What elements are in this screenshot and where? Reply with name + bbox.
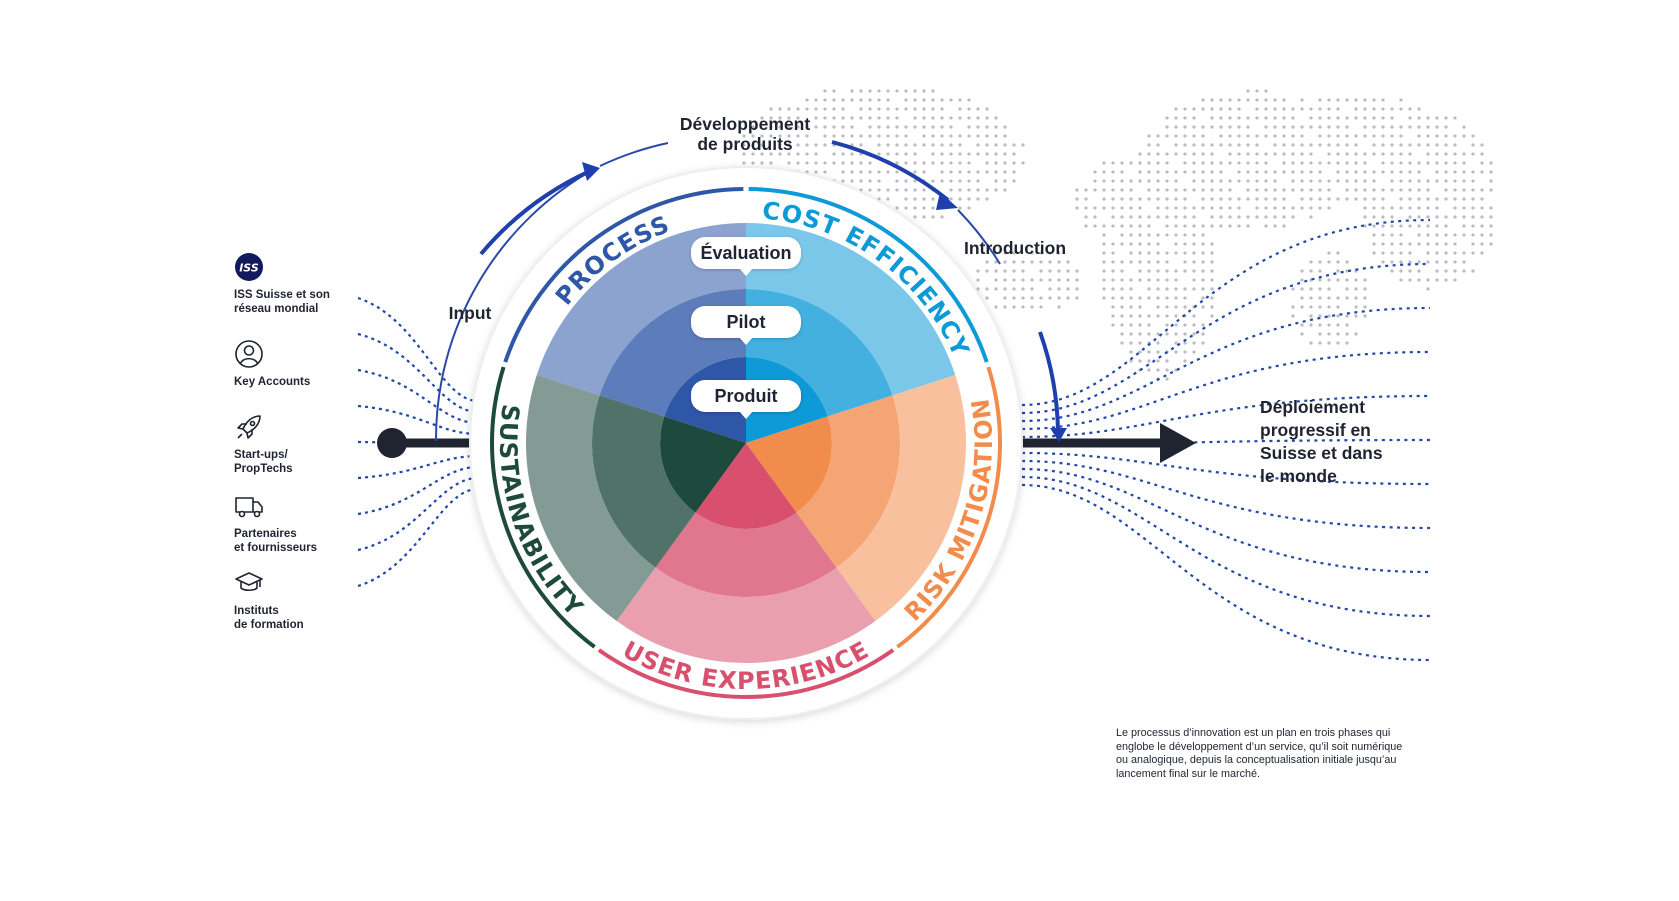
wheel-sector-process-ring-2 — [536, 223, 746, 396]
ring-bubble-1: Pilot — [691, 306, 801, 345]
source-institutes: Instituts de formation — [234, 568, 364, 632]
arc-dev-arrowhead — [936, 192, 958, 210]
incoming-line-5 — [357, 454, 479, 480]
wheel-sector-risk-mitigation-ring-2 — [836, 375, 966, 621]
wheel-rim-2 — [896, 366, 1002, 649]
source-label: Partenaires et fournisseurs — [234, 528, 318, 554]
rocket-icon — [234, 412, 264, 442]
development-label: Développement de produits — [679, 114, 811, 154]
outgoing-line-4 — [1021, 394, 1431, 439]
incoming-line-7 — [357, 476, 479, 552]
source-partners: Partenaires et fournisseurs — [234, 491, 364, 555]
incoming-line-6 — [357, 465, 479, 516]
source-label: ISS Suisse et son réseau mondial — [234, 289, 330, 315]
iss-logo-icon: ISS — [234, 252, 264, 282]
wheel-sectors — [526, 223, 966, 664]
arc-input-arrowhead — [582, 162, 600, 181]
wheel-sector-risk-mitigation-ring-0 — [746, 416, 832, 513]
source-label: Key Accounts — [234, 376, 311, 388]
wheel-rim-3 — [597, 648, 895, 699]
person-icon — [234, 339, 264, 369]
outgoing-line-0 — [1021, 218, 1431, 407]
deployment-label: Déploiement progressif en Suisse et dans… — [1260, 397, 1383, 486]
outgoing-line-6 — [1021, 451, 1431, 486]
truck-icon — [234, 491, 264, 521]
ring-bubble-0: Évaluation — [691, 237, 801, 276]
wheel-sector-user-experience-ring-0 — [695, 443, 797, 529]
caption-text: Le processus d’innovation est un plan en… — [1116, 727, 1403, 780]
source-label: Start-ups/ PropTechs — [234, 449, 293, 475]
arc-intro-bold — [1038, 331, 1060, 433]
incoming-line-8 — [357, 487, 479, 588]
incoming-dashed-lines — [357, 296, 479, 588]
outgoing-line-10 — [1021, 483, 1431, 662]
wheel-rims — [490, 187, 1002, 699]
axis-arrow-head — [1160, 423, 1196, 463]
arc-intro-line — [957, 209, 1001, 265]
wheel-rim-1 — [748, 187, 989, 363]
wheel-sector-sustainability-ring-0 — [660, 416, 746, 513]
outgoing-line-3 — [1021, 350, 1431, 431]
iss-logo-text: ISS — [239, 262, 259, 275]
incoming-line-2 — [357, 368, 479, 425]
wheel-sector-cost-efficiency-ring-2 — [746, 223, 956, 396]
arc-input-bold — [479, 170, 589, 256]
arc-input-line — [434, 167, 597, 442]
source-key-accounts: Key Accounts — [234, 339, 364, 389]
wheel-rim-4 — [490, 366, 596, 649]
wheel-sector-user-experience-ring-2 — [616, 567, 876, 664]
arc-dev-bold — [831, 140, 950, 202]
source-label: Instituts de formation — [234, 605, 304, 631]
wheel-sector-sustainability-ring-1 — [592, 395, 696, 568]
incoming-line-1 — [357, 332, 479, 414]
ring-bubble-2: Produit — [691, 380, 801, 419]
input-label: Input — [448, 303, 492, 323]
outgoing-line-8 — [1021, 467, 1431, 574]
outgoing-line-9 — [1021, 475, 1431, 618]
source-iss: ISS ISS Suisse et son réseau mondial — [234, 252, 364, 316]
wheel-sector-sustainability-ring-2 — [526, 375, 656, 621]
introduction-label: Introduction — [963, 238, 1067, 258]
arc-top-line — [599, 142, 669, 167]
outgoing-line-1 — [1021, 262, 1431, 415]
incoming-line-0 — [357, 296, 479, 403]
outgoing-line-7 — [1021, 459, 1431, 530]
graduation-cap-icon — [234, 568, 264, 598]
wheel-sector-risk-mitigation-ring-1 — [796, 395, 901, 568]
wheel-rim-0 — [503, 187, 744, 363]
incoming-line-3 — [357, 404, 479, 436]
axis-start-dot — [377, 428, 407, 458]
source-startups: Start-ups/ PropTechs — [234, 412, 364, 476]
arc-intro-arrowhead — [1050, 428, 1067, 442]
wheel-sector-user-experience-ring-1 — [655, 512, 837, 597]
